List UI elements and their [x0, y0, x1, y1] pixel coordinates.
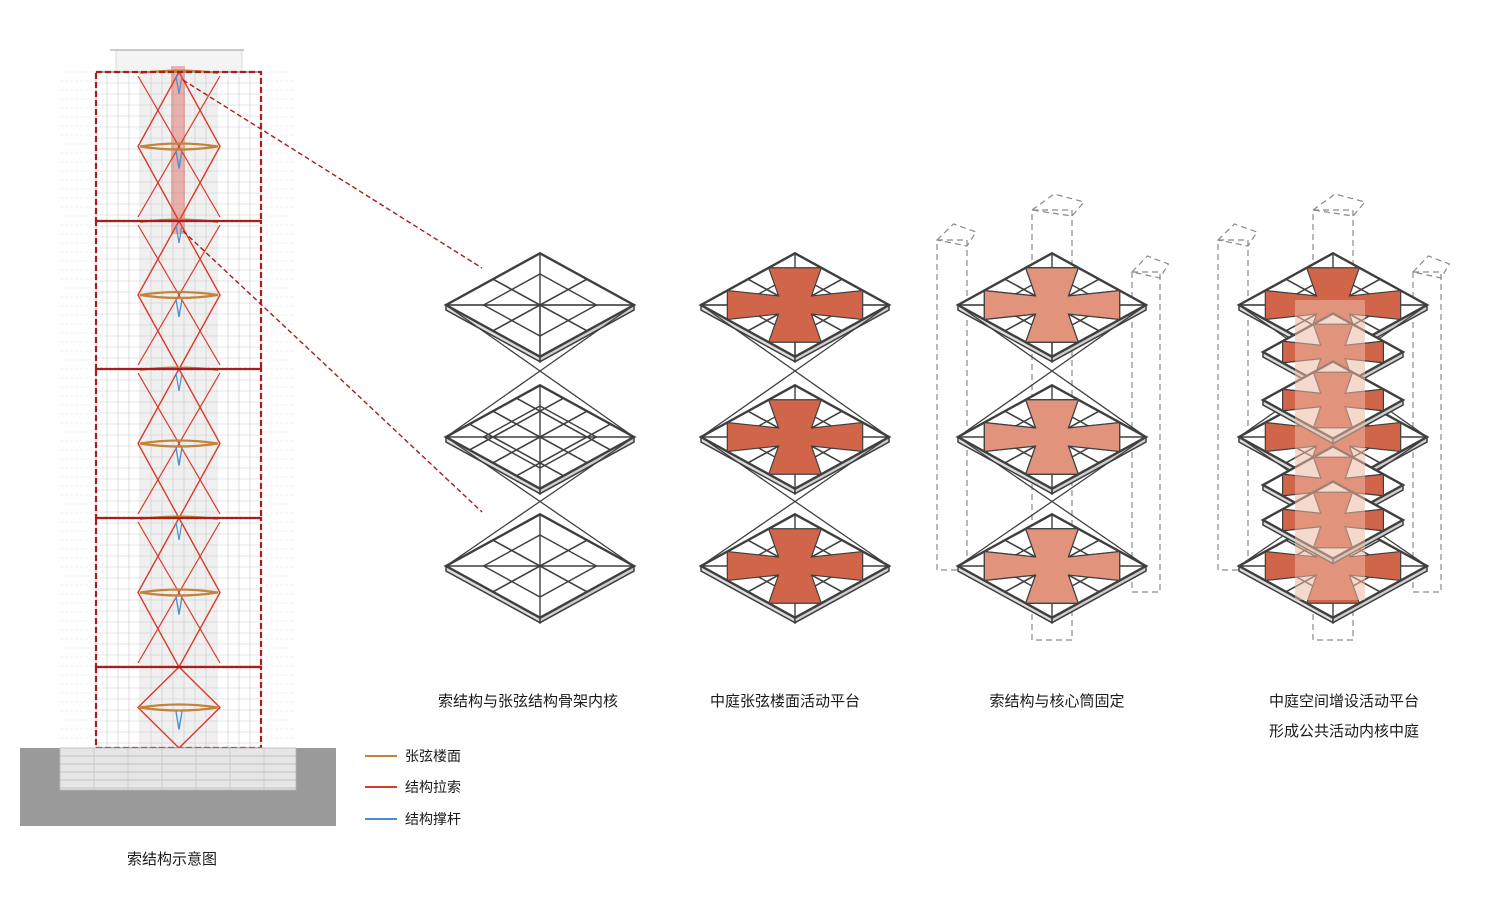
strut: [178, 372, 183, 392]
cable-member: [1051, 304, 1147, 372]
cable-member: [445, 436, 541, 503]
elevation-caption: 索结构示意图: [126, 850, 218, 868]
tensile-floor: [139, 290, 219, 300]
core-tube-top: [935, 223, 977, 247]
cable-member: [957, 436, 1053, 503]
core-tube-top: [1130, 255, 1170, 279]
cable-member: [445, 500, 541, 567]
atrium-void: [983, 528, 1121, 604]
legend-swatch-tensile-floor: [365, 755, 397, 757]
truss-member: [469, 423, 564, 477]
activity-platform: [726, 267, 864, 343]
core-tube-top: [1030, 193, 1086, 217]
cable-member: [539, 500, 635, 567]
cable-member: [794, 304, 890, 372]
cable-member: [700, 500, 796, 567]
strut: [175, 711, 180, 730]
panel-caption-2: 中庭张弦楼面活动平台: [709, 692, 861, 710]
cable-member: [794, 436, 890, 503]
truss-member: [516, 423, 611, 477]
atrium-void: [1295, 300, 1365, 600]
strut: [178, 224, 183, 244]
tensile-floor: [139, 588, 219, 597]
cable-cross: [137, 224, 221, 366]
panel-caption-4-line-1: 中庭空间增设活动平台: [1268, 692, 1420, 710]
core-tube-top: [1311, 193, 1367, 217]
legend-label: 张弦楼面: [405, 749, 461, 765]
panel-skeleton-core: [443, 251, 637, 624]
atrium-void: [983, 267, 1121, 343]
cable-member: [1051, 436, 1147, 503]
strut: [178, 75, 183, 95]
cable-cross: [137, 521, 221, 664]
cable-member: [700, 304, 796, 372]
strut: [178, 150, 183, 169]
truss-ring: [482, 534, 598, 598]
cable-member: [957, 370, 1053, 438]
strut: [178, 596, 183, 615]
strut: [175, 298, 180, 318]
cable-member: [445, 304, 541, 372]
cable-member: [1051, 500, 1147, 567]
strut: [178, 521, 183, 541]
activity-platform: [726, 528, 864, 604]
panel-caption-3: 索结构与核心筒固定: [989, 692, 1125, 710]
strut: [175, 447, 180, 466]
cable-member: [539, 304, 635, 372]
tensile-floor: [139, 142, 219, 151]
leader-line: [182, 230, 483, 513]
truss-ring: [482, 405, 598, 469]
strut: [175, 596, 180, 615]
strut: [178, 711, 183, 730]
detail-leader-lines: [182, 79, 483, 513]
core-tube-top: [1411, 255, 1451, 279]
panel-caption-4-line-2: 形成公共活动内核中庭: [1268, 722, 1420, 740]
strut: [175, 521, 180, 541]
cable-member: [1051, 370, 1147, 438]
strut: [175, 150, 180, 169]
tower-elevation: [20, 49, 336, 826]
strut: [178, 298, 183, 318]
atrium-void: [983, 399, 1121, 475]
cable-cross: [137, 372, 221, 515]
strut: [175, 224, 180, 244]
cable-cross: [137, 75, 221, 218]
core-tube: [1217, 239, 1249, 571]
cable-member: [445, 370, 541, 438]
panel-core-tube-fixing: [935, 193, 1170, 641]
cable-member: [957, 500, 1053, 567]
strut: [178, 447, 183, 466]
tensile-floor: [139, 439, 219, 448]
legend-label: 结构撑杆: [405, 812, 461, 828]
cable-member: [539, 436, 635, 503]
strut: [175, 75, 180, 95]
cable-member: [700, 370, 796, 438]
panel-added-platforms: [1216, 193, 1451, 641]
cable-member: [794, 500, 890, 567]
tensile-floor: [139, 703, 219, 712]
podium-base: [59, 747, 297, 791]
tensile-floor: [139, 69, 219, 74]
legend-swatch-cable: [365, 786, 397, 788]
truss-ring: [482, 273, 598, 337]
activity-platform: [726, 399, 864, 475]
cable-member: [700, 436, 796, 503]
leader-line: [182, 79, 483, 269]
cable-member: [957, 304, 1053, 372]
strut: [175, 372, 180, 392]
legend-label: 结构拉索: [405, 780, 461, 796]
panel-caption-1: 索结构与张弦结构骨架内核: [437, 692, 619, 710]
cable-member: [539, 370, 635, 438]
legend-swatch-strut: [365, 818, 397, 820]
zone-frame: [94, 219, 263, 371]
core-tube: [936, 239, 968, 571]
cable-member: [794, 370, 890, 438]
core-tube-top: [1216, 223, 1258, 247]
panel-atrium-platform: [698, 251, 892, 624]
